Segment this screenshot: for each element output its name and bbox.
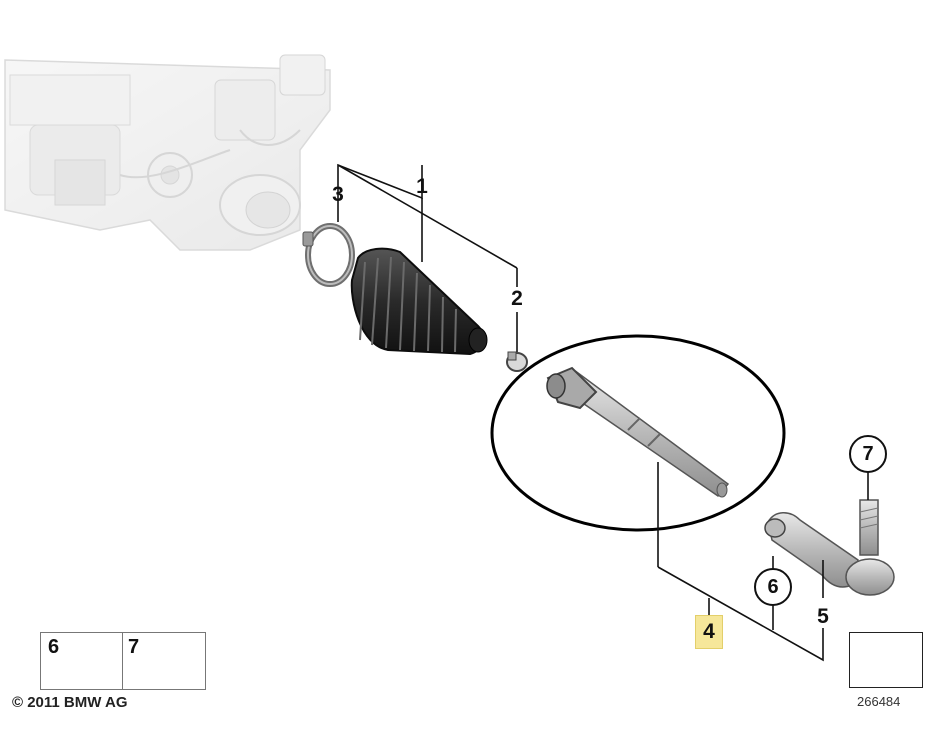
- callout-3: 3: [332, 183, 344, 206]
- callout-1: 1: [416, 175, 428, 198]
- copyright-text: © 2011 BMW AG: [12, 694, 128, 711]
- bellows-boot-image: [350, 247, 488, 356]
- callout-5: 5: [817, 605, 829, 628]
- leader-lines-boot: [337, 163, 518, 352]
- tie-rod-image: [546, 366, 730, 498]
- direction-icon-frame: [849, 632, 923, 688]
- clamp-ring-image: [302, 223, 355, 287]
- legend-label-7: 7: [128, 636, 140, 658]
- legend-box-6: [40, 632, 124, 690]
- legend-label-6: 6: [48, 636, 60, 658]
- highlight-ellipse: [490, 334, 786, 532]
- tie-rod-end-image: [764, 499, 895, 596]
- callout-7-circle: 7: [849, 435, 887, 473]
- callout-4-highlighted: 4: [695, 615, 723, 649]
- callout-2: 2: [511, 287, 523, 310]
- legend-box-7: [122, 632, 206, 690]
- boot-clip-image: [506, 351, 528, 372]
- steering-rack-image: [4, 54, 331, 251]
- diagram-id: 266484: [857, 694, 901, 709]
- callout-6-circle: 6: [754, 568, 792, 606]
